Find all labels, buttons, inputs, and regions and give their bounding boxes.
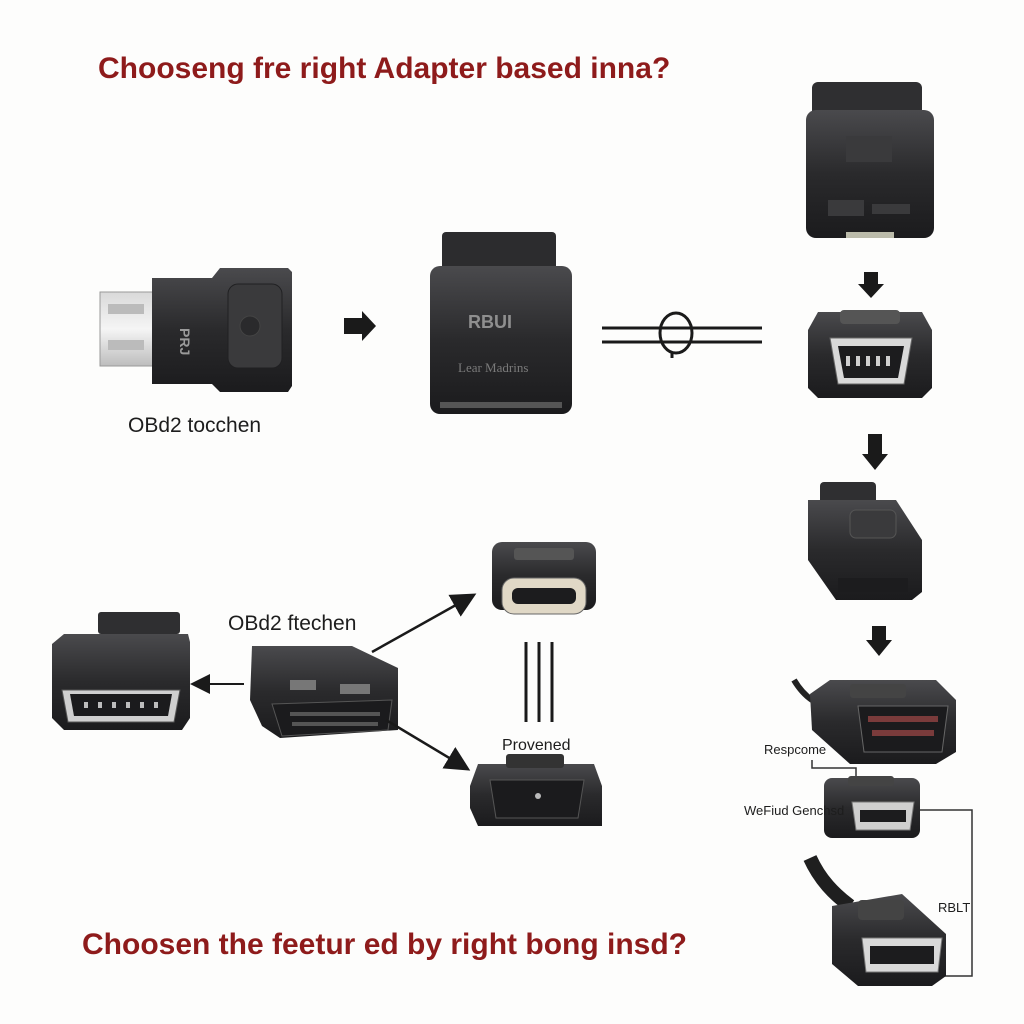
page-title-bottom: Choosen the feetur ed by right bong insd… [82,928,687,961]
vertical-bars [524,642,554,722]
diagonal-arrows [371,593,477,771]
page-title-top: Chooseng fre right Adapter based inna? [98,52,671,85]
obd-adapter-middle [250,646,398,738]
trapezoid-connector [470,754,602,826]
usb-adapter-left: PRJ [99,268,292,392]
label-provened: Provened [502,737,571,754]
arrow-right-icon [344,311,376,341]
label-respcome: Respcome [764,742,827,757]
arrow-down-icon-3 [866,626,892,656]
arrow-down-icon-2 [862,434,888,470]
bottom-right-connector [803,854,946,986]
db-connector-left [52,612,190,730]
usb-c-style-connector [492,542,596,615]
db-connector-right [808,310,932,398]
label-rblt: RBLT [938,900,971,915]
label-wefiud: WeFiud Genchsd [744,803,845,818]
connector-loop-lines [602,311,762,358]
cabled-obd-connector [791,678,956,764]
arrow-down-icon-1 [858,272,884,298]
center-adapter: RBUI Lear Madrins [430,232,572,414]
connection-lines-right [811,760,973,977]
label-obd2-mid: OBd2 ftechen [228,612,357,635]
center-adapter-brand: RBUI [468,312,512,332]
angled-adapter-right [808,482,922,600]
center-adapter-subtext: Lear Madrins [458,360,528,375]
usb-adapter-marking: PRJ [177,328,193,355]
label-obd2-left: OBd2 tocchen [128,414,262,437]
small-connector-right [824,776,920,838]
adapter-top-right [806,82,934,238]
